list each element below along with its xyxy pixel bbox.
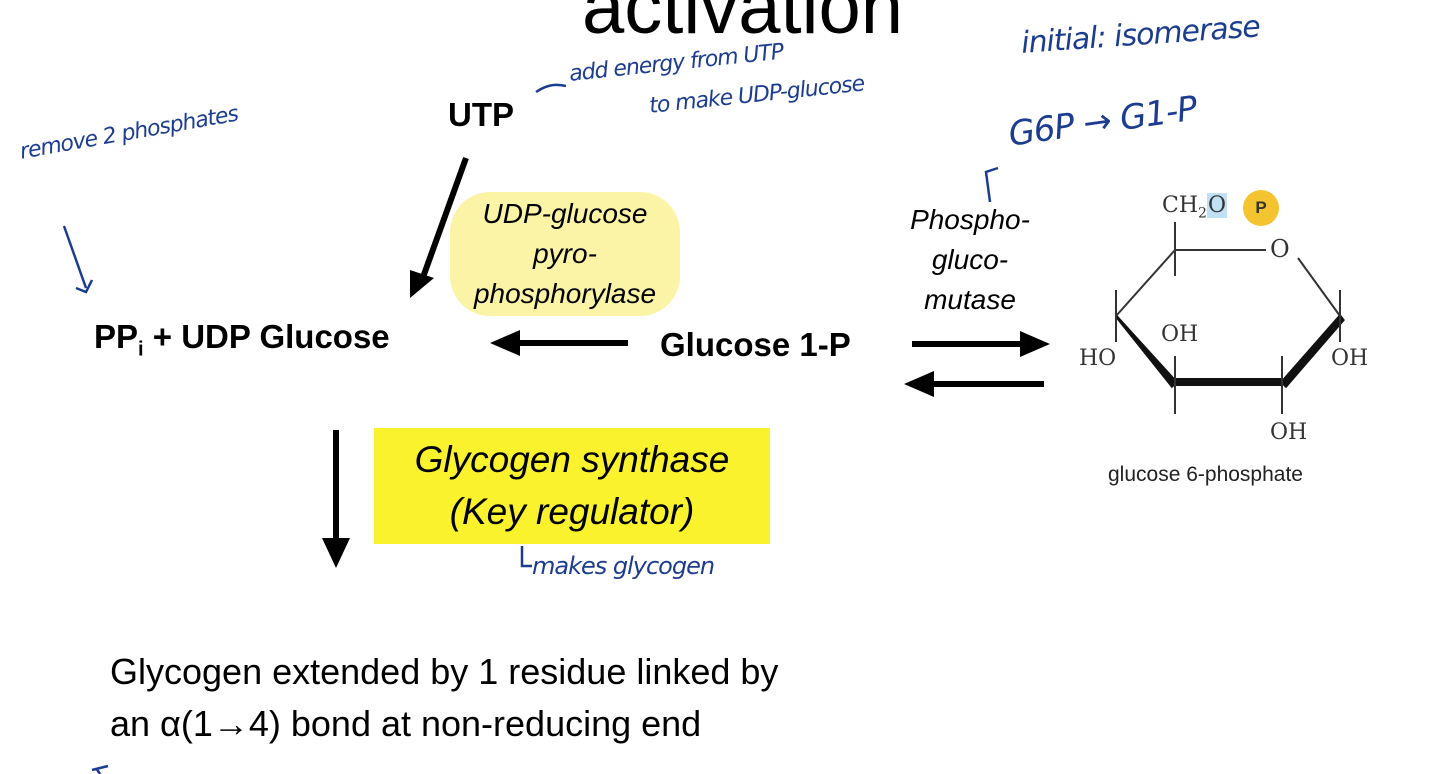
arrow-g1p-to-g6p: [912, 331, 1050, 357]
enzyme-pgm-line3: mutase: [924, 284, 1016, 315]
node-ppi-udp-glucose: PPi + UDP Glucose: [94, 318, 390, 362]
result-line2: an α(1→4) bond at non-reducing end: [110, 703, 702, 744]
arrow-glycogen-synthase-down: [322, 430, 350, 568]
hand-arrowhead-remove: [75, 279, 94, 294]
gs-line1: Glycogen synthase: [414, 439, 730, 480]
node-glucose-1-p: Glucose 1-P: [660, 326, 851, 363]
ring-oxygen: O: [1270, 235, 1290, 263]
ch2-text: CH: [1162, 193, 1199, 218]
label-oh-right: OH: [1331, 346, 1369, 371]
label-ho-left: HO: [1079, 346, 1117, 371]
label-oh-bottom: OH: [1270, 420, 1308, 445]
enzyme-udp-glucose-pyrophosphorylase: UDP-glucose pyro- phosphorylase: [450, 192, 680, 316]
g6p-caption: glucose 6-phosphate: [1108, 463, 1303, 486]
node-utp: UTP: [448, 96, 514, 133]
arrow-utp-to-udp-glucose: [410, 156, 469, 298]
udp-glucose-text: + UDP Glucose: [143, 318, 390, 355]
enzyme-udp-line3: phosphorylase: [473, 278, 657, 309]
gs-line2: (Key regulator): [449, 491, 695, 532]
phosphate-badge: P: [1243, 190, 1279, 226]
hand-bracket-makes: [520, 546, 532, 568]
molecule-ch2: CH2O: [1162, 193, 1227, 221]
hand-mark-bottom: [91, 764, 109, 774]
result-line1: Glycogen extended by 1 residue linked by: [110, 651, 779, 692]
hand-arrow-energy: [535, 83, 567, 94]
hand-connectors: [62, 83, 999, 774]
slide-title: activation: [582, 0, 904, 50]
oxygen-link: O: [1206, 193, 1227, 218]
enzyme-pgm-line2: gluco-: [931, 244, 1009, 275]
note-makes-glycogen: makes glycogen: [532, 552, 715, 580]
result-text: Glycogen extended by 1 residue linked by…: [110, 646, 778, 750]
enzyme-pgm-line1: Phospho-: [910, 204, 1030, 235]
hand-arrow-remove: [62, 225, 88, 289]
ppi-subscript: i: [138, 338, 144, 361]
label-oh-inner: OH: [1161, 322, 1199, 347]
phosphate-label: P: [1255, 198, 1267, 217]
arrow-g6p-to-g1p: [904, 371, 1044, 397]
ppi-prefix: PP: [94, 318, 139, 355]
enzyme-glycogen-synthase: Glycogen synthase (Key regulator): [374, 428, 770, 544]
enzyme-udp-line2: pyro-: [533, 238, 597, 269]
hand-bracket-g6p: [984, 166, 999, 203]
enzyme-phosphoglucomutase: Phospho- gluco- mutase: [890, 200, 1050, 320]
ch2-sub: 2: [1198, 205, 1207, 222]
glucose-6-phosphate-structure: [1114, 222, 1345, 414]
enzyme-udp-line1: UDP-glucose: [482, 198, 648, 229]
arrow-g1p-to-udp-glucose: [490, 330, 628, 356]
